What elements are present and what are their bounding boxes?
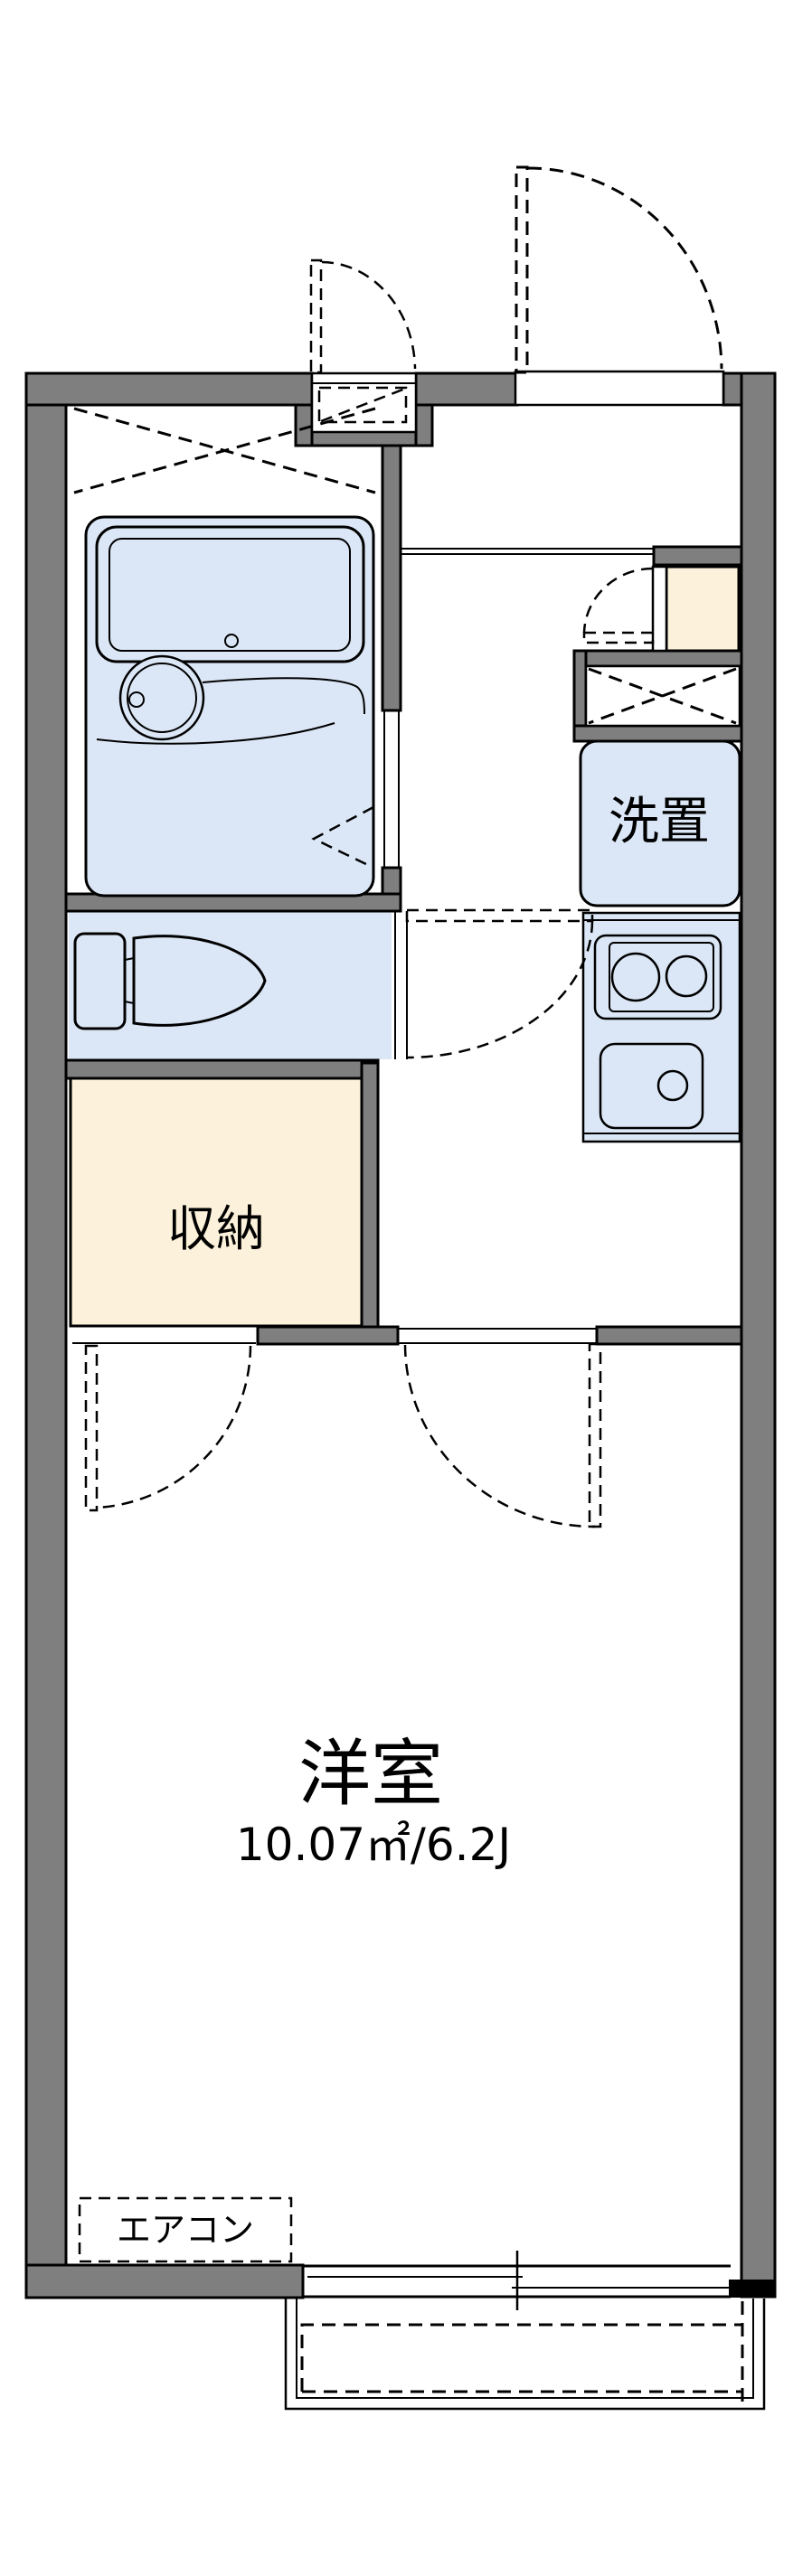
entrance [401,548,741,728]
burner-right [665,954,708,998]
wash-basin-outer [118,654,205,741]
bath-vent-diagonal [320,387,406,423]
stove-module [593,934,722,1020]
shoe-cabinet-door-leaf [651,565,668,653]
wall-bottom-right-corner [729,2280,775,2298]
storage-room-floor [69,1076,364,1328]
bathroom [73,407,400,898]
toilet-room [73,908,594,1059]
wall-niche-left-stub [294,403,314,447]
laundry-pan [579,739,741,907]
room-door-arc [403,1344,596,1528]
bottom-window [303,2251,775,2310]
wall-washer-bottom [572,724,743,743]
wall-room-top-right [595,1325,743,1346]
bath-ceiling-x-2 [73,407,376,494]
bathtub-drain [224,634,239,648]
laundry-label: 洗置 [609,793,710,851]
basin-faucet [128,691,145,708]
entrance-door-leaf [515,165,529,374]
toilet-bowl [132,935,267,1027]
aircon-label: エアコン [117,2210,254,2250]
toilet-door-leaf [405,908,594,923]
wall-bath-partition [381,444,402,712]
kitchen-counter [581,911,741,1143]
wall-washer-top [572,649,743,668]
bath-counter-line [202,677,365,715]
wall-top-b [414,371,519,407]
entrance-door-arc [527,166,723,370]
bath-vent-dashed-box [317,386,408,424]
shoe-cabinet [665,565,741,653]
wall-room-top-left [256,1325,400,1346]
bath-floor-line [96,722,335,745]
room-name-label: 洋室 [298,1732,443,1816]
bathtub-inner [109,538,351,652]
balcony-outline-outer [284,2298,766,2411]
balcony-outline-inner [296,2298,754,2399]
vent-door-leaf [309,259,323,374]
bathtub [95,525,365,663]
room-area-label: 10.07㎡/6.2J [236,1819,511,1871]
toilet-tank [73,932,127,1030]
wash-basin-inner [127,663,197,733]
storage-door-arc [96,1345,252,1509]
stove-top [609,942,714,1012]
laundry-space: 洗置 [579,739,741,907]
burner-left [610,952,661,1002]
shoe-cabinet-door-closed [582,631,655,644]
storage-label: 収納 [167,1200,265,1257]
wall-storage-right [360,1061,380,1331]
vent-door-arc [321,260,417,370]
toilet-door-arc [406,920,594,1059]
storage-room: 収納 [72,1200,265,1512]
storage-door-leaf [84,1344,99,1512]
entrance-door-opening [514,370,725,407]
walls [24,371,777,2299]
wall-top-a [24,371,314,407]
wall-niche-right-stub [414,403,434,447]
aircon-box [78,2196,293,2263]
balcony [284,2298,766,2411]
kitchen [581,911,741,1143]
wall-toilet-bottom [64,1058,380,1080]
wall-left [24,371,68,2299]
washer-x-2 [588,667,737,725]
balcony-dashed-left-top [300,2323,742,2392]
living-room: 洋室 10.07㎡/6.2J エアコン [78,1328,602,2263]
shoe-cabinet-door-arc [582,567,654,634]
toilet-connector-top [124,957,135,961]
sink [599,1042,704,1130]
wall-bottom [24,2263,305,2299]
sink-faucet [656,1069,689,1102]
wall-right [740,371,777,2299]
room-door-leaf [588,1342,602,1528]
top-openings [309,165,725,434]
bath-unit [84,515,375,898]
toilet-connector-bottom [124,1001,135,1004]
bath-door-swing [311,805,374,870]
wall-entrance-stub [652,545,743,567]
